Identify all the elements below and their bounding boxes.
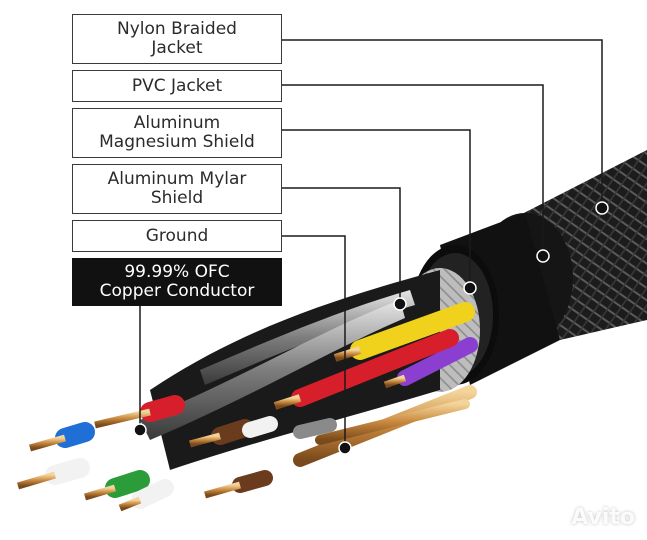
red-conductor-left (140, 395, 185, 422)
colored-conductors (17, 302, 478, 512)
label-aluminum-magnesium-shield: Aluminum Magnesium Shield (72, 108, 282, 158)
leader-dots (133, 201, 609, 455)
leader-lines (139, 39, 603, 448)
avito-logo-icon (540, 508, 566, 527)
blue-conductor (55, 422, 95, 448)
red-conductor (291, 329, 459, 407)
watermark-text: Avito (571, 505, 635, 530)
leader-pvc (282, 84, 544, 256)
leader-magnesium (282, 129, 471, 288)
aluminum-mylar-shield (140, 290, 415, 440)
brown-conductor-lower (232, 470, 273, 493)
green-conductor (105, 470, 150, 498)
label-ground: Ground (72, 220, 282, 252)
ground-wire-2 (315, 399, 470, 445)
leader-mylar (282, 187, 401, 304)
label-copper-conductor: 99.99% OFC Copper Conductor (72, 258, 282, 306)
yellow-conductor (350, 302, 475, 360)
purple-conductor (397, 337, 478, 386)
white-conductor (45, 458, 90, 485)
label-aluminum-mylar-shield: Aluminum Mylar Shield (72, 164, 282, 214)
white-conductor-lower (131, 479, 174, 509)
white-conductor-center (242, 416, 278, 438)
avito-watermark: Avito (539, 505, 635, 530)
leader-nylon (282, 39, 603, 208)
label-nylon-braided-jacket: Nylon Braided Jacket (72, 14, 282, 64)
leader-ground (282, 235, 346, 448)
brown-conductor (211, 419, 254, 445)
label-pvc-jacket: PVC Jacket (72, 70, 282, 102)
